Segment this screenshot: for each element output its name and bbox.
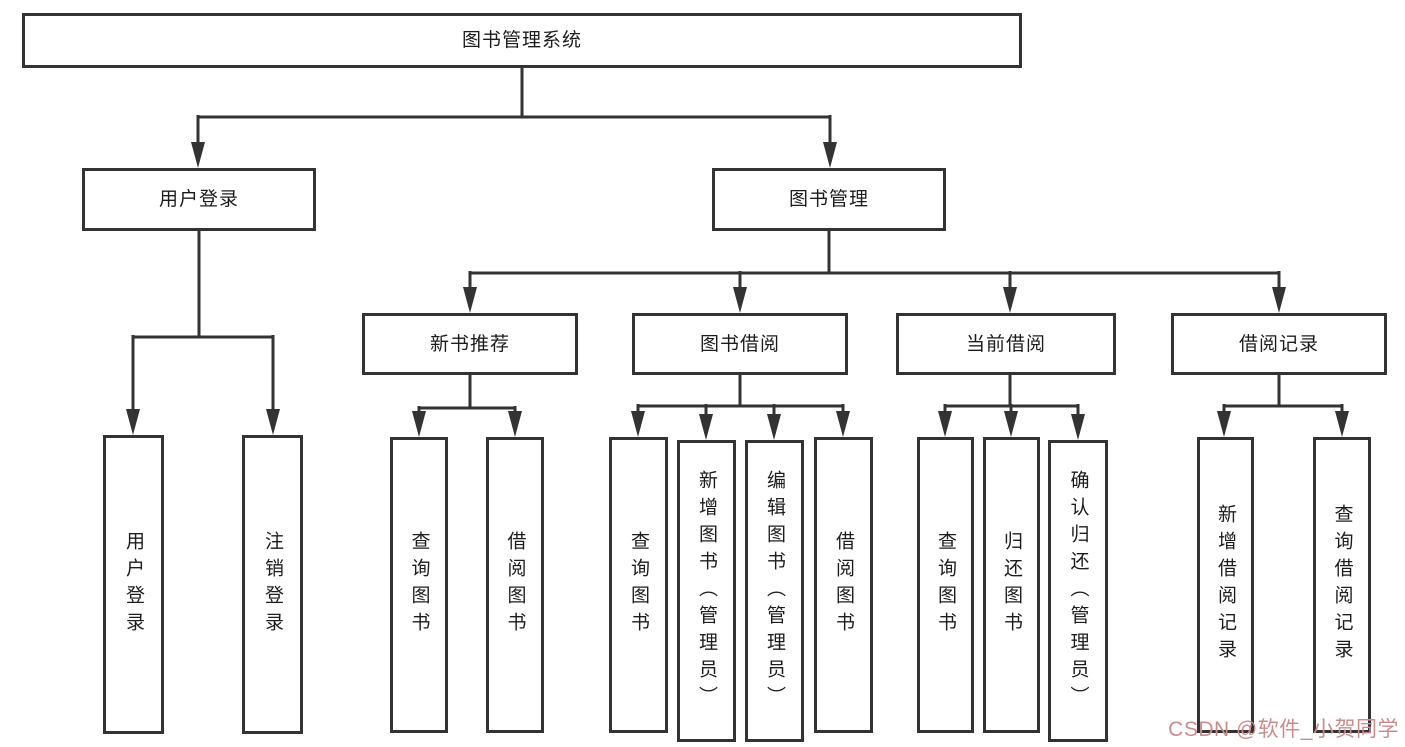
arrow-down-icon bbox=[1003, 287, 1017, 313]
node-leaf-bb-add-books-admin: 新增图书（管理员） bbox=[677, 440, 736, 742]
node-current-borrowing: 当前借阅 bbox=[896, 313, 1116, 375]
node-leaf-cb-return-books: 归还图书 bbox=[983, 437, 1040, 733]
node-root-system: 图书管理系统 bbox=[22, 13, 1022, 68]
arrow-down-icon bbox=[631, 411, 645, 437]
arrow-down-icon bbox=[699, 414, 713, 440]
node-book-borrowing: 图书借阅 bbox=[632, 313, 848, 375]
arrow-down-icon bbox=[836, 411, 850, 437]
csdn-watermark: CSDN @软件_小贺同学 bbox=[1168, 718, 1399, 741]
arrow-down-icon bbox=[1272, 287, 1286, 313]
node-leaf-bb-edit-books-admin: 编辑图书（管理员） bbox=[745, 440, 804, 742]
node-leaf-rec-query-books: 查询图书 bbox=[390, 437, 448, 733]
arrow-down-icon bbox=[1004, 411, 1018, 437]
node-leaf-br-query-record: 查询借阅记录 bbox=[1313, 437, 1371, 733]
arrow-down-icon bbox=[767, 414, 781, 440]
node-leaf-br-add-record: 新增借阅记录 bbox=[1197, 437, 1254, 733]
arrow-down-icon bbox=[938, 411, 952, 437]
node-leaf-cb-confirm-return-admin: 确认归还（管理员） bbox=[1048, 440, 1108, 742]
node-leaf-logout: 注销登录 bbox=[242, 435, 303, 734]
node-new-book-recommend: 新书推荐 bbox=[362, 313, 578, 375]
node-leaf-user-login: 用户登录 bbox=[103, 435, 164, 734]
node-leaf-bb-query-books: 查询图书 bbox=[609, 437, 668, 733]
arrow-down-icon bbox=[733, 287, 747, 313]
arrow-down-icon bbox=[1071, 414, 1085, 440]
arrow-down-icon bbox=[191, 142, 205, 168]
node-user-login-group: 用户登录 bbox=[82, 168, 316, 231]
arrow-down-icon bbox=[1217, 411, 1231, 437]
arrow-down-icon bbox=[823, 142, 837, 168]
node-leaf-bb-borrow-books: 借阅图书 bbox=[814, 437, 873, 733]
node-book-management: 图书管理 bbox=[712, 168, 946, 231]
arrow-down-icon bbox=[126, 409, 140, 435]
arrow-down-icon bbox=[1335, 411, 1349, 437]
node-leaf-cb-query-books: 查询图书 bbox=[917, 437, 974, 733]
arrow-down-icon bbox=[463, 287, 477, 313]
node-borrowing-records: 借阅记录 bbox=[1171, 313, 1387, 375]
arrow-down-icon bbox=[412, 411, 426, 437]
node-leaf-rec-borrow-books: 借阅图书 bbox=[486, 437, 544, 733]
arrow-down-icon bbox=[508, 411, 522, 437]
arrow-down-icon bbox=[266, 409, 280, 435]
